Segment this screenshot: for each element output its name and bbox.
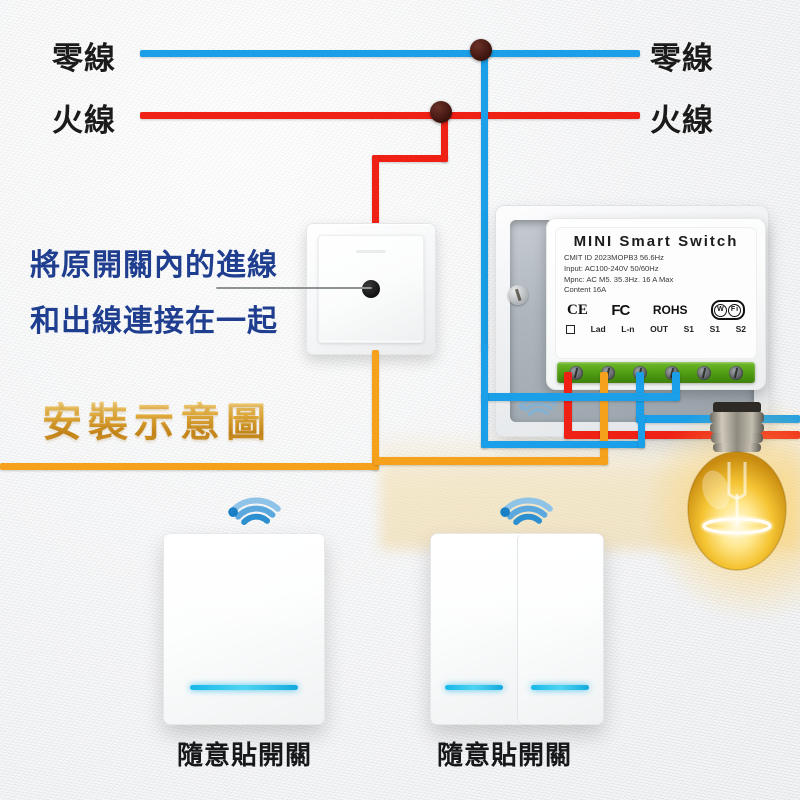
wifi-icon-left — [217, 472, 293, 548]
module-label: MINI Smart Switch CMIT ID 2023MOPB3 56.6… — [555, 227, 757, 359]
wifi-icon-right — [489, 472, 565, 548]
neutral-loop-vertical — [481, 343, 488, 448]
key-gloss-right — [517, 534, 603, 639]
instruction-line-1: 將原開關內的進線 — [30, 249, 278, 282]
mounting-screw-left-icon — [508, 285, 528, 305]
terminal-screw-6[interactable] — [729, 365, 743, 380]
switch-key-left[interactable] — [431, 534, 517, 724]
live-branch-horizontal — [372, 155, 448, 162]
module-title: MINI Smart Switch — [573, 233, 739, 250]
led-indicator-left — [444, 685, 503, 690]
led-indicator-1 — [189, 685, 299, 690]
terminal-label-ln: L-n — [621, 324, 635, 335]
label-live-right: 火線 — [650, 103, 714, 138]
spec-line-4: Content 16A — [564, 285, 607, 295]
neutral-wire-dropdown — [481, 50, 488, 350]
live-wire-left — [140, 112, 445, 119]
terminal-wire-neutral-b-vertical — [672, 372, 680, 400]
wall-switch-wire-dot-icon — [362, 280, 380, 298]
neutral-loop-riser — [638, 415, 645, 448]
neutral-wire-right — [485, 50, 640, 57]
label-neutral-right: 零線 — [650, 41, 714, 76]
neutral-wire-left — [140, 50, 485, 57]
switch-key-1[interactable] — [164, 534, 324, 724]
wire-junction-live-icon — [430, 101, 452, 123]
wire-junction-neutral-icon — [470, 39, 492, 61]
caption-switch-right: 隨意貼開關 — [437, 740, 573, 770]
spec-line-2: Input: AC100-240V 50/60Hz — [564, 263, 659, 273]
terminal-screw-5[interactable] — [697, 365, 711, 380]
terminal-square-icon — [566, 324, 575, 334]
key-gloss — [164, 534, 324, 639]
wall-switch-slit — [356, 250, 386, 253]
terminal-screw-1[interactable] — [569, 365, 583, 380]
wireless-switch-two-gang[interactable] — [430, 533, 604, 725]
spec-line-1: CMIT ID 2023MOPB3 56.6Hz — [564, 253, 664, 262]
live-branch-vertical-top — [441, 112, 448, 162]
led-indicator-right — [531, 685, 590, 690]
key-gloss-left — [431, 534, 517, 639]
light-bulb-icon — [682, 398, 792, 583]
switch-lead-line — [216, 287, 372, 289]
terminal-wire-neutral-b-horizontal — [481, 393, 680, 401]
terminal-block[interactable] — [557, 362, 755, 383]
terminal-label-s1a: S1 — [683, 324, 695, 335]
label-neutral-left: 零線 — [52, 41, 116, 76]
terminal-label-lad: Lad — [590, 324, 606, 335]
caption-switch-left: 隨意貼開關 — [177, 740, 313, 770]
rohs-mark-icon: ROHS — [652, 303, 688, 318]
wifi-mark-w: W — [714, 303, 728, 317]
terminal-labels: Lad L-n OUT S1 S1 S2 — [564, 324, 748, 334]
instruction-line-2: 和出線連接在一起 — [30, 305, 278, 338]
terminal-wire-live-vertical — [564, 372, 572, 438]
terminal-wire-out-vertical — [600, 372, 608, 464]
switched-wire-horizontal-left — [0, 463, 379, 470]
live-branch-vertical-to-switch — [372, 155, 379, 225]
switched-wire-horizontal-run — [374, 457, 608, 465]
spec-line-3: Mpnc: AC M5. 35.3Hz. 16 A Max — [564, 274, 674, 284]
existing-wall-switch[interactable] — [306, 223, 436, 355]
wifi-mark-fi: Fi — [728, 303, 742, 317]
terminal-label-out: OUT — [650, 324, 669, 335]
ce-mark-icon: CE — [567, 301, 588, 318]
terminal-label-s2: S2 — [735, 324, 746, 335]
live-wire-right — [445, 112, 640, 119]
fcc-mark-icon: FC — [611, 301, 630, 319]
switched-wire-from-wall-switch — [372, 350, 379, 470]
mini-smart-switch-module[interactable]: MINI Smart Switch CMIT ID 2023MOPB3 56.6… — [546, 218, 766, 390]
wireless-switch-one-gang[interactable] — [163, 533, 325, 725]
module-spec-lines: CMIT ID 2023MOPB3 56.6Hz Input: AC100-24… — [564, 253, 748, 296]
page-title: 安裝示意圖 — [42, 390, 272, 448]
terminal-label-s1b: S1 — [709, 324, 720, 335]
switch-key-right[interactable] — [516, 534, 603, 724]
label-live-left: 火線 — [52, 103, 116, 138]
neutral-loop-horizontal — [481, 441, 645, 448]
